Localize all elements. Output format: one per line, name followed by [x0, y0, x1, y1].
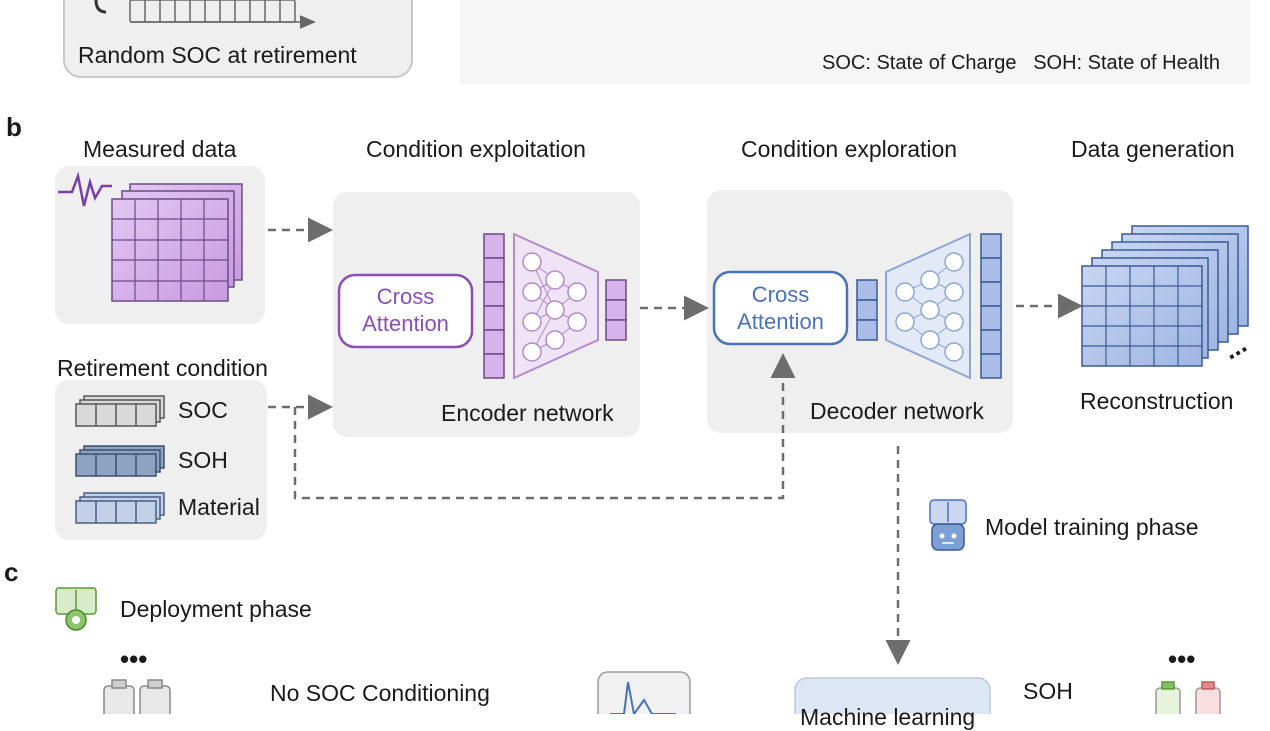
- machine-learning-box: [794, 677, 991, 714]
- panel-c-soh-label: SOH: [1023, 678, 1073, 704]
- soh-battery-icons: [1155, 681, 1221, 714]
- measured-data-title: Measured data: [83, 136, 237, 162]
- deployment-icon: [55, 587, 97, 631]
- random-soc-box: [63, 0, 413, 78]
- battery-ellipsis: •••: [120, 644, 147, 674]
- measured-data-grid-icon: [111, 183, 243, 302]
- signal-wave-icon: [58, 171, 112, 207]
- material-label: Material: [178, 494, 260, 520]
- panel-c-letter: c: [4, 557, 19, 587]
- encoder-cross-attention-box: [337, 273, 474, 349]
- soh-battery-ellipsis: •••: [1168, 644, 1195, 674]
- encoder-input-vector: [483, 233, 505, 379]
- signal-box: [597, 671, 691, 714]
- condition-exploration-title: Condition exploration: [741, 136, 958, 162]
- battery-stack-icon: [103, 679, 171, 714]
- decoder-network-icon: [885, 232, 971, 380]
- encoder-cross-attention-label: Cross Attention: [339, 283, 472, 337]
- soc-cell-icon: [75, 395, 165, 427]
- soh-cell-icon: [75, 445, 165, 477]
- soc-label: SOC: [178, 397, 228, 423]
- decoder-cross-label: Cross: [751, 282, 810, 307]
- no-soc-conditioning-label: No SOC Conditioning: [270, 680, 490, 706]
- robot-book-icon: [929, 499, 967, 551]
- soc-cells-icon: [94, 0, 316, 29]
- latent-vector-encoder: [605, 279, 627, 341]
- decoder-attention-label: Attention: [737, 309, 824, 334]
- material-cell-icon: [75, 492, 165, 524]
- top-right-background: [460, 0, 1250, 84]
- condition-exploitation-title: Condition exploitation: [366, 136, 586, 162]
- panel-b-graphics: [58, 171, 1249, 665]
- reconstruction-grid-icon: [1081, 225, 1249, 367]
- data-generation-title: Data generation: [1071, 136, 1235, 162]
- decoder-cross-attention-label: Cross Attention: [714, 281, 847, 335]
- reconstruction-label: Reconstruction: [1080, 388, 1234, 414]
- machine-learning-label: Machine learning: [800, 704, 976, 730]
- decoder-network-label: Decoder network: [810, 398, 984, 424]
- panel-b-letter: b: [6, 112, 22, 142]
- abbreviation-legend: SOC: State of Charge SOH: State of Healt…: [822, 52, 1220, 74]
- encoder-cross-label: Cross: [376, 284, 435, 309]
- model-training-phase-label: Model training phase: [985, 514, 1199, 540]
- arrow-retirement-to-decoder: [293, 353, 796, 500]
- decoder-latent-vector: [856, 279, 878, 341]
- top-strip-graphics: [94, 0, 1250, 84]
- deployment-phase-label: Deployment phase: [120, 596, 312, 622]
- panel-c-graphics: ••• •••: [55, 587, 1221, 714]
- encoder-attention-label: Attention: [362, 311, 449, 336]
- soh-label: SOH: [178, 447, 228, 473]
- encoder-network-icon: [513, 232, 599, 380]
- random-soc-label: Random SOC at retirement: [78, 42, 357, 68]
- decoder-cross-attention-box: [712, 270, 849, 346]
- encoder-network-label: Encoder network: [441, 400, 614, 426]
- decoder-output-vector: [980, 233, 1002, 379]
- retirement-condition-title: Retirement condition: [57, 355, 268, 381]
